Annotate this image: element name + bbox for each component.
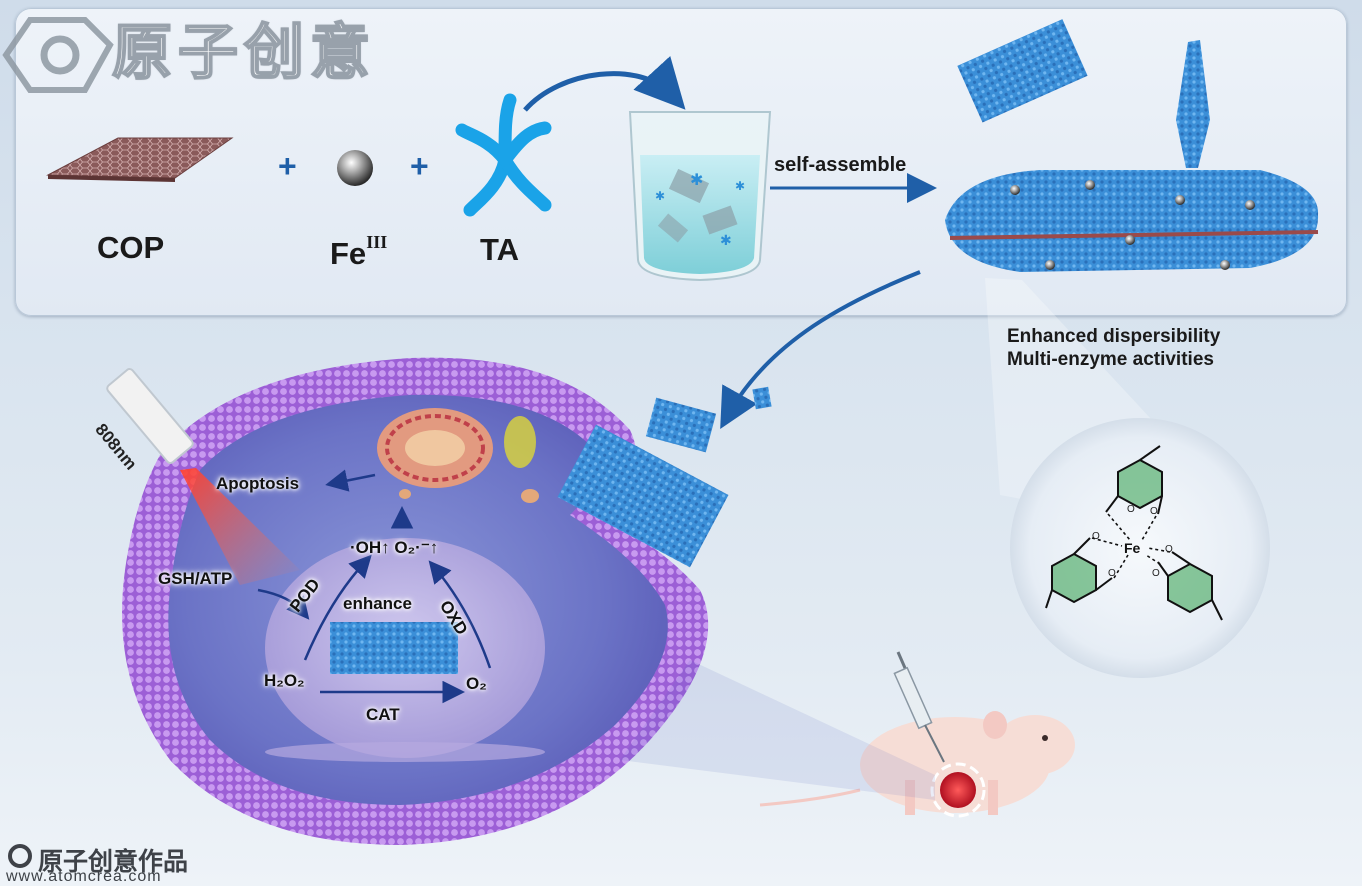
magnifier-circle — [1010, 418, 1270, 678]
fe-symbol: Fe — [330, 236, 367, 271]
plus-sign-2: + — [410, 148, 429, 184]
property-dispersibility: Enhanced dispersibility — [1007, 326, 1221, 347]
svg-text:✱: ✱ — [690, 172, 703, 189]
fe-sphere — [337, 150, 373, 186]
tannic-acid-molecule — [455, 93, 552, 217]
laser-beam — [180, 468, 300, 585]
o2-label: O₂ — [466, 674, 487, 693]
complex-center-label: Fe — [1124, 540, 1141, 556]
mitochondrion — [377, 408, 539, 503]
nanosheet-in-nucleus — [330, 622, 458, 674]
gsh-atp-label: GSH/ATP — [158, 569, 233, 588]
svg-text:✱: ✱ — [655, 189, 665, 203]
laser-device — [106, 368, 194, 464]
brand-watermark-works: 原子创意作品 — [38, 848, 189, 876]
ta-label: TA — [480, 232, 520, 267]
oxygen-label-2: O — [1150, 506, 1158, 517]
beaker: ✱ ✱ ✱ ✱ — [628, 111, 772, 282]
property-multi-enzyme: Multi-enzyme activities — [1007, 349, 1214, 370]
incoming-nanosheet-2 — [752, 386, 772, 410]
fe-label: FeIII — [330, 232, 387, 272]
uptake-arrow — [720, 270, 921, 429]
fe-ta-complex — [1045, 445, 1223, 621]
oxygen-label-5: O — [1165, 544, 1173, 555]
oxygen-label-6: O — [1152, 568, 1160, 579]
brand-logo-small-icon — [8, 844, 32, 868]
oxygen-label-3: O — [1092, 531, 1100, 542]
oxygen-label-1: O — [1127, 504, 1135, 515]
addition-arrow — [523, 55, 686, 112]
brand-url: www.atomcrea.com — [6, 868, 162, 885]
tumor-marker-ring — [930, 762, 986, 818]
assembled-nanosheet — [945, 19, 1319, 272]
mouse — [759, 711, 1075, 815]
apoptosis-label: Apoptosis — [216, 474, 300, 493]
brand-watermark: 原子创意 — [111, 18, 376, 87]
cop-label: COP — [97, 230, 165, 265]
svg-text:✱: ✱ — [720, 232, 732, 248]
tumor — [940, 772, 976, 808]
cop-nanosheet — [46, 137, 234, 182]
self-assemble-label: self-assemble — [774, 154, 907, 176]
reaction-arrows — [257, 469, 492, 704]
fe-oxidation-state: III — [366, 232, 388, 252]
oxygen-label-4: O — [1108, 568, 1116, 579]
incoming-nanosheet-1 — [645, 397, 717, 453]
zoom-cone — [620, 660, 935, 800]
cat-label: CAT — [366, 705, 400, 724]
ros-products-label: ·OH↑ O₂·⁻↑ — [350, 538, 439, 557]
brand-logo-icon — [2, 17, 114, 93]
h2o2-label: H₂O₂ — [264, 671, 305, 690]
plus-sign-1: + — [278, 148, 297, 184]
enhance-label: enhance — [343, 594, 412, 613]
svg-text:✱: ✱ — [735, 179, 745, 193]
syringe-icon — [893, 651, 945, 763]
